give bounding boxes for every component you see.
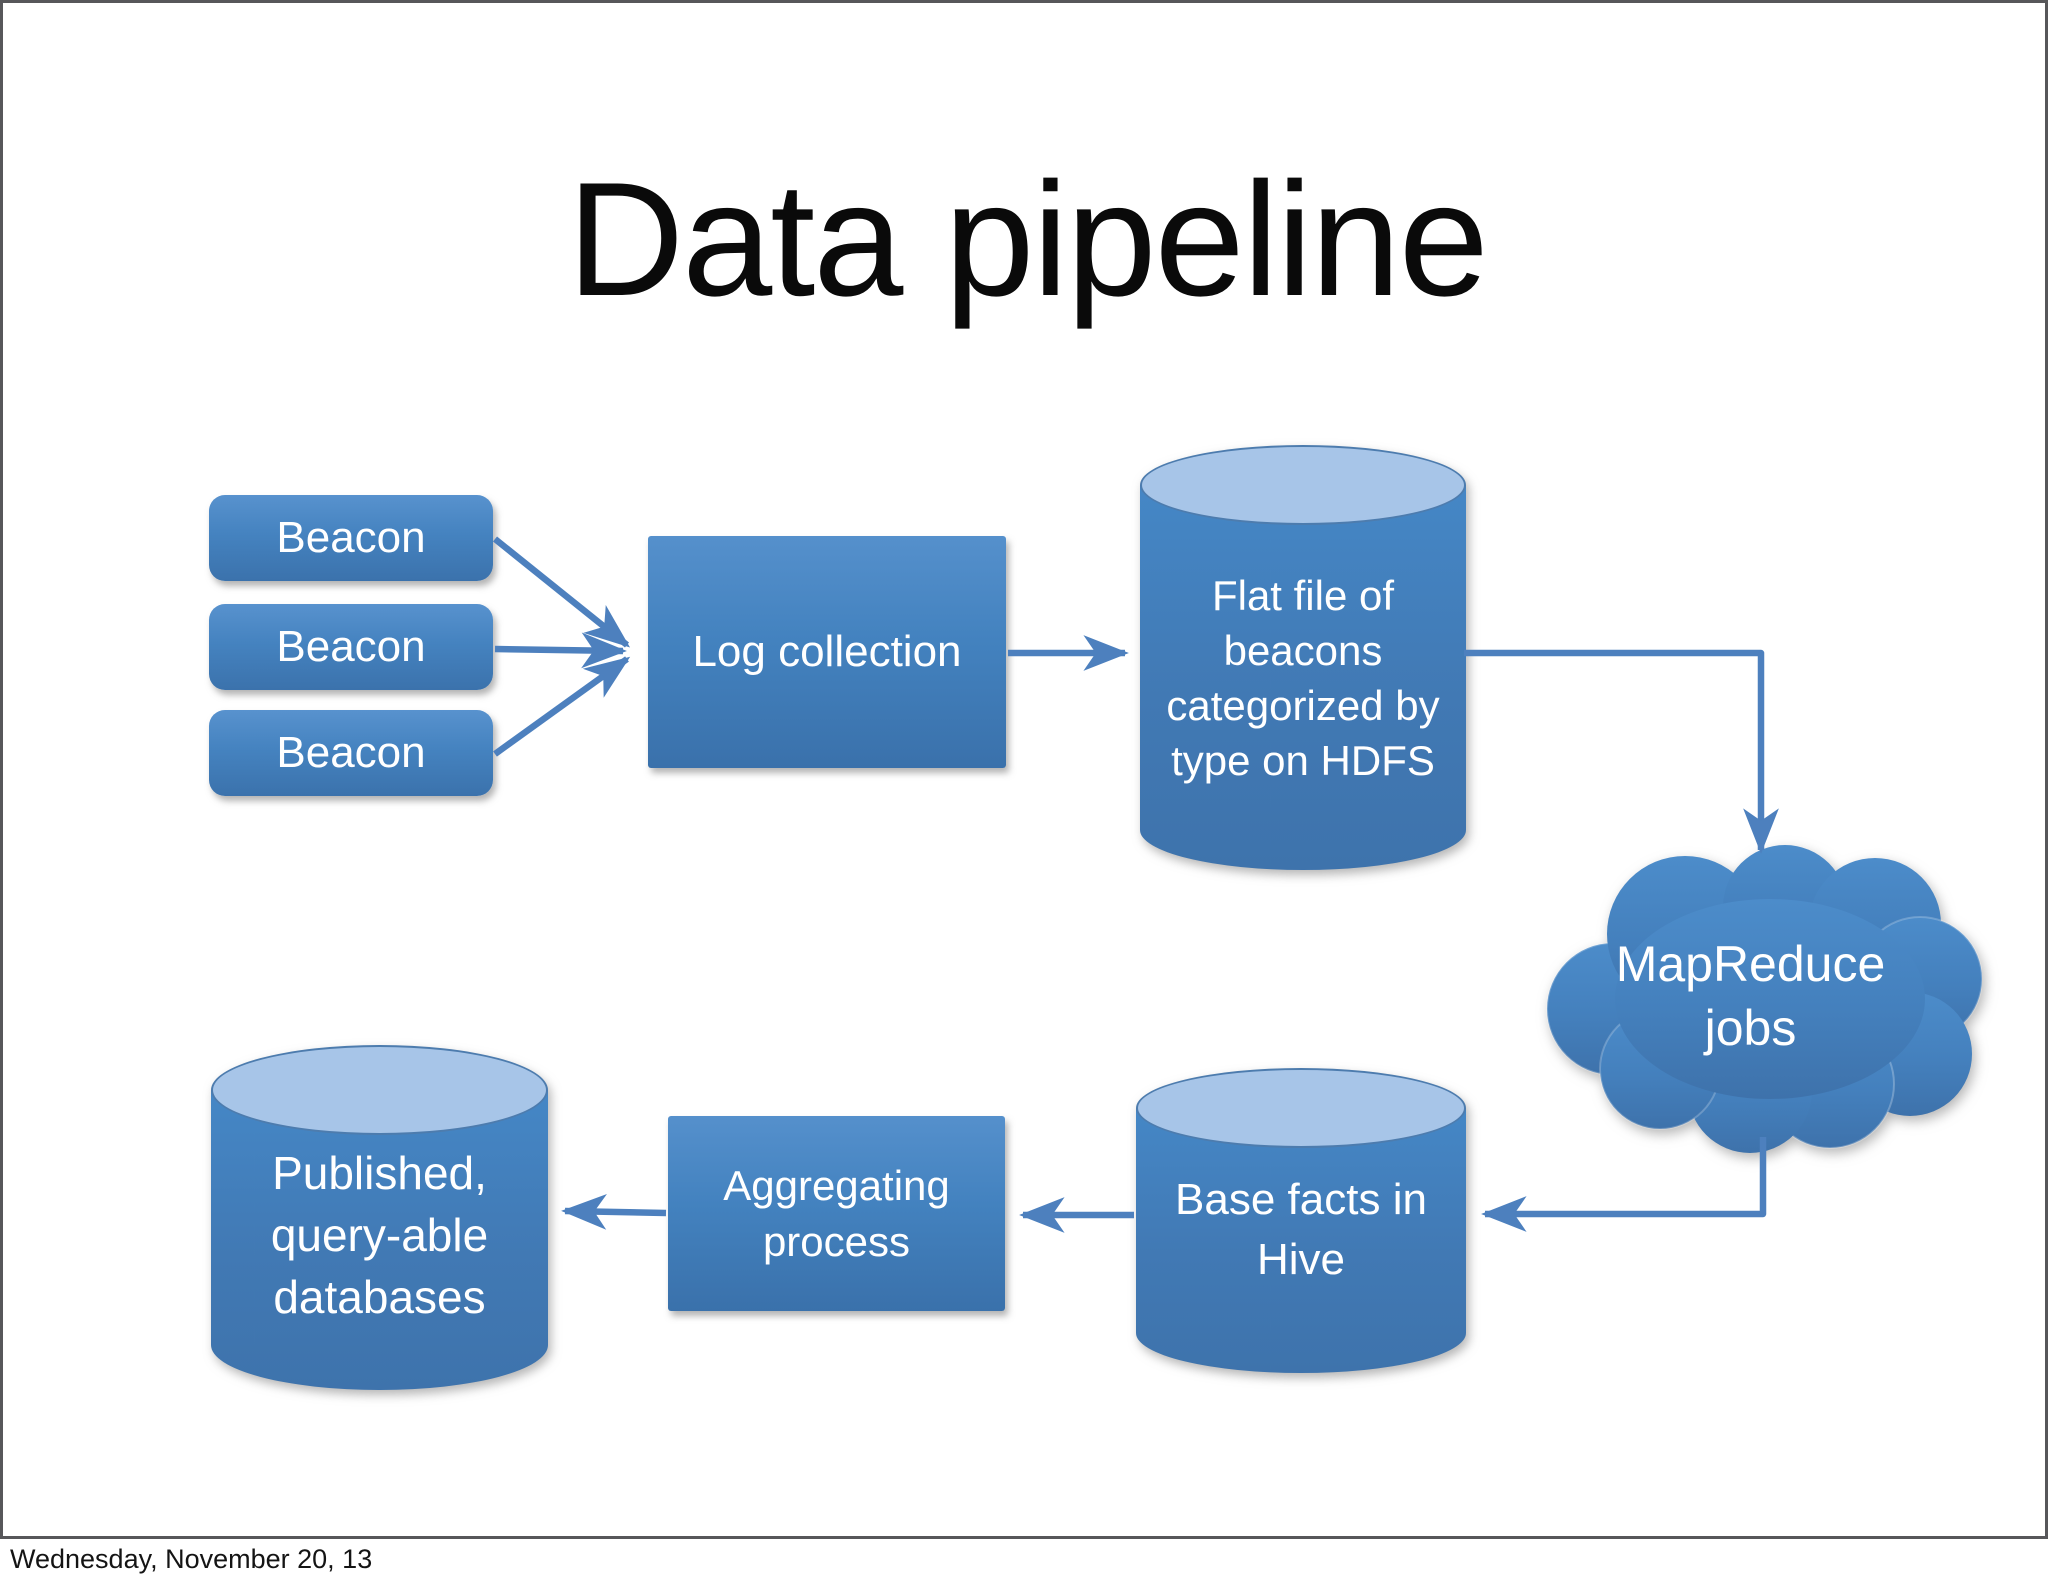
hdfs-cylinder: Flat file of beacons categorized by type…: [1140, 445, 1466, 870]
beacon-node-2-label: Beacon: [276, 622, 426, 671]
beacon-node-3: Beacon: [209, 710, 493, 796]
log-collection-label: Log collection: [692, 627, 962, 676]
hdfs-cylinder-top-ellipse: [1140, 445, 1466, 525]
cloud-bumps: [1546, 845, 1982, 1153]
connector-beacon3-to-log: [493, 656, 631, 757]
hive-cylinder-top-ellipse: [1136, 1068, 1466, 1148]
published-db-cylinder: Published, query-able databases: [211, 1045, 548, 1390]
hive-cylinder: Base facts in Hive: [1136, 1068, 1466, 1373]
aggregating-label: Aggregating process: [723, 1161, 950, 1265]
hive-cylinder-label: Base facts in Hive: [1175, 1174, 1427, 1284]
aggregating-node: Aggregating process: [668, 1116, 1005, 1311]
log-collection-node: Log collection: [648, 536, 1006, 768]
beacon-node-2: Beacon: [209, 604, 493, 690]
slide-footer-date: Wednesday, November 20, 13: [10, 1544, 373, 1574]
connector-beacon2-to-log: [494, 632, 627, 669]
connector-aggregating-to-published: [561, 1193, 667, 1230]
slide-canvas: Data pipeline Beacon Beacon Beacon Log c…: [0, 0, 2048, 1539]
mapreduce-cloud: [1546, 845, 1982, 1153]
beacon-node-3-label: Beacon: [276, 728, 426, 777]
slide-title: Data pipeline: [567, 149, 1489, 330]
published-db-label: Published, query-able databases: [270, 1147, 489, 1323]
connector-beacon1-to-log: [492, 536, 631, 648]
hdfs-cylinder-label: Flat file of beacons categorized by type…: [1166, 571, 1440, 784]
hive-cylinder-body: [1136, 1108, 1466, 1373]
published-db-top-ellipse: [211, 1045, 548, 1135]
connector-hdfs-to-cloud: [1464, 649, 1779, 854]
hdfs-cylinder-body: [1140, 485, 1466, 870]
beacon-node-1-label: Beacon: [276, 513, 426, 562]
published-db-body: [211, 1090, 548, 1390]
mapreduce-cloud-label: MapReduce jobs: [1615, 936, 1886, 1056]
beacon-node-1: Beacon: [209, 495, 493, 581]
